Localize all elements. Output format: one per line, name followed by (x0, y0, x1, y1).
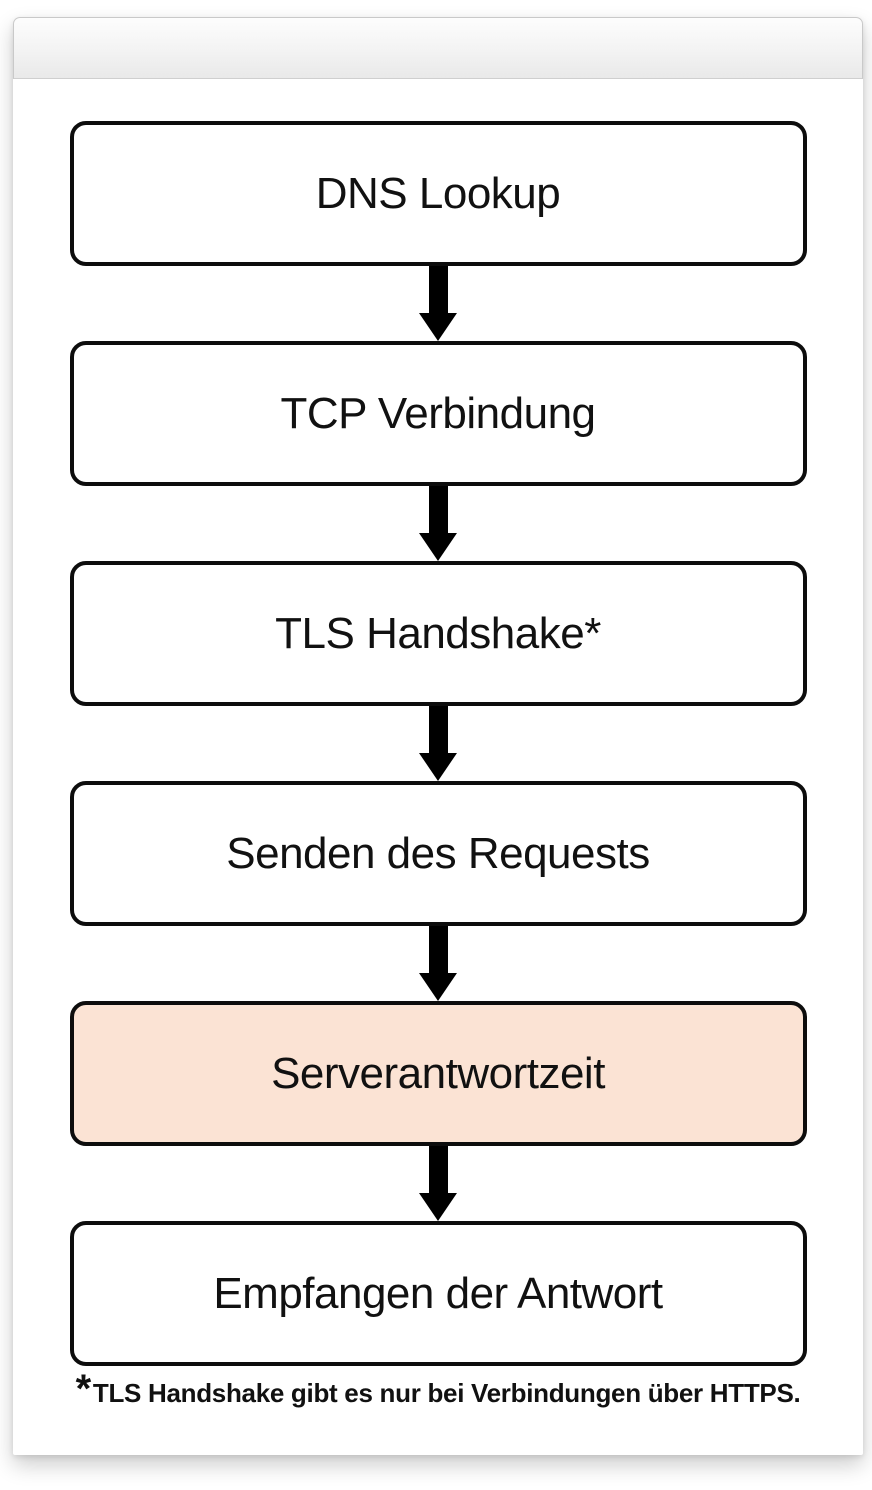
flow-step-label: TCP Verbindung (280, 388, 596, 438)
arrow-stem (428, 266, 448, 313)
flow-step-label: Serverantwortzeit (271, 1048, 605, 1098)
flow-step-tcp-verbindung: TCP Verbindung (69, 341, 807, 486)
arrow-stem (428, 1146, 448, 1193)
footnote: *TLS Handshake gibt es nur bei Verbindun… (13, 1369, 863, 1409)
footnote-text: TLS Handshake gibt es nur bei Verbindung… (92, 1378, 801, 1408)
card-header-bar (13, 17, 863, 79)
arrow-stem (428, 486, 448, 533)
flow-step-serverantwortzeit: Serverantwortzeit (69, 1001, 807, 1146)
flow-arrow-down-icon (13, 486, 863, 561)
flow-step-dns-lookup: DNS Lookup (69, 121, 807, 266)
flow-step-label: Empfangen der Antwort (213, 1268, 663, 1318)
flow-step-empfangen-der-antwort: Empfangen der Antwort (69, 1221, 807, 1366)
flow-arrow-down-icon (13, 266, 863, 341)
arrow-head (419, 313, 457, 341)
flow-step-label: TLS Handshake* (275, 608, 601, 658)
flow-step-tls-handshake: TLS Handshake* (69, 561, 807, 706)
content-card: DNS Lookup TCP Verbindung TLS Handshake* (13, 17, 863, 1455)
arrow-head (419, 1193, 457, 1221)
flow-arrow-down-icon (13, 706, 863, 781)
arrow-stem (428, 706, 448, 753)
footnote-asterisk: * (75, 1367, 92, 1411)
flowchart: DNS Lookup TCP Verbindung TLS Handshake* (13, 79, 863, 1409)
flow-arrow-down-icon (13, 926, 863, 1001)
arrow-stem (428, 926, 448, 973)
arrow-head (419, 533, 457, 561)
arrow-head (419, 973, 457, 1001)
flow-step-senden-des-requests: Senden des Requests (69, 781, 807, 926)
flow-arrow-down-icon (13, 1146, 863, 1221)
flow-step-label: DNS Lookup (315, 168, 561, 218)
arrow-head (419, 753, 457, 781)
flow-step-label: Senden des Requests (226, 828, 650, 878)
